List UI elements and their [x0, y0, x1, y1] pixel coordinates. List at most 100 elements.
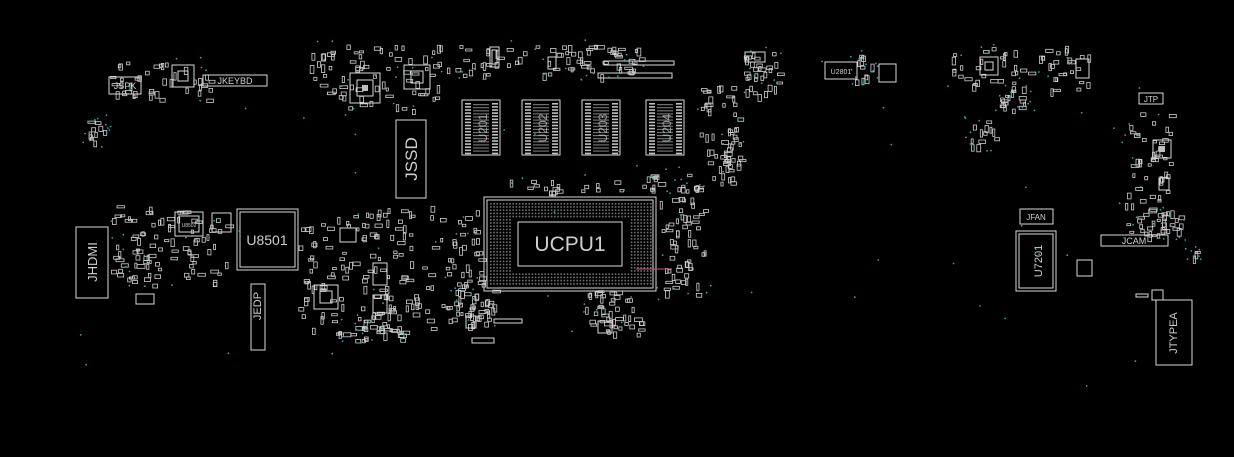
jspk-ic[interactable] [171, 64, 195, 88]
passive-component [393, 250, 398, 254]
right-ic-stack[interactable] [1152, 139, 1172, 191]
passive-component [688, 230, 692, 238]
top-right-ic[interactable] [979, 56, 1090, 79]
passive-component [369, 253, 377, 259]
top-connector-small[interactable] [744, 51, 766, 63]
memory-u204[interactable]: U204 [645, 99, 685, 156]
passive-component [731, 158, 736, 163]
u7201-ic[interactable]: U7201 [1015, 230, 1093, 292]
jssd-connector[interactable]: JSSD [395, 119, 427, 199]
cpu-ball [538, 212, 540, 215]
via [669, 192, 671, 195]
passive-component [556, 183, 561, 190]
cpu-ball [621, 203, 623, 205]
passive-component [405, 305, 409, 313]
via [361, 332, 364, 335]
passive-component [337, 216, 341, 225]
via [213, 219, 216, 222]
cpu-ball [637, 225, 639, 227]
passive-component [377, 209, 382, 218]
passive-component [1075, 67, 1082, 71]
cpu-ball [496, 241, 498, 243]
cpu-ball [592, 273, 594, 275]
passive-component [148, 272, 152, 279]
top-ic-large[interactable] [349, 72, 381, 104]
passive-component [342, 251, 347, 255]
cpu-ball [493, 225, 495, 227]
passive-component [1143, 212, 1150, 217]
top-ic-medium[interactable] [403, 64, 431, 90]
via [1056, 89, 1058, 91]
memory-u202[interactable]: U202 [521, 99, 561, 156]
via [696, 108, 699, 111]
passive-component [997, 79, 1004, 84]
cpu-ball [627, 206, 630, 208]
cpu-ball [611, 273, 614, 275]
jfan-connector[interactable]: JFAN [1019, 208, 1054, 225]
via [1159, 208, 1162, 211]
cpu-ball [650, 276, 652, 279]
jedp-connector[interactable]: JEDP [250, 283, 266, 351]
cpu-ball [506, 209, 508, 211]
cpu-ball [499, 247, 502, 250]
via [510, 40, 513, 42]
u8502-ic[interactable]: U8502 [135, 211, 232, 305]
jspk-connector[interactable]: JSPK [108, 76, 142, 95]
cpu-ball [637, 270, 639, 272]
passive-component [571, 51, 577, 57]
cpu-ball [634, 251, 636, 253]
cpu-ball [522, 209, 524, 211]
via [458, 77, 461, 79]
passive-component [112, 217, 117, 225]
u8501-ic[interactable]: U8501 [236, 208, 299, 271]
passive-component [321, 64, 326, 74]
ucpu1-package[interactable]: UCPU1 [483, 196, 672, 292]
jhdmi-connector[interactable]: JHDMI [75, 226, 109, 299]
cpu-ball [637, 260, 639, 263]
passive-component [477, 315, 482, 322]
passive-component [338, 331, 342, 336]
cpu-ball [493, 238, 495, 240]
top-header-strip[interactable] [597, 60, 675, 79]
passive-component [401, 45, 405, 51]
cpu-ball [640, 222, 642, 224]
top-ic-pair[interactable] [489, 46, 557, 70]
passive-component [357, 317, 362, 322]
cpu-ball [557, 209, 559, 211]
cpu-ball [509, 209, 511, 211]
passive-component [389, 295, 394, 302]
cpu-ball [499, 260, 502, 263]
passive-component [225, 224, 234, 229]
passive-component [670, 245, 679, 250]
jkeybd-connector[interactable]: JKEYBD [202, 74, 268, 87]
jtypea-connector[interactable]: JTYPEA [1135, 289, 1193, 366]
passive-component [398, 252, 404, 257]
passive-component [693, 215, 700, 219]
cpu-ball [627, 203, 630, 205]
cpu-ball [563, 203, 566, 205]
via [994, 109, 997, 112]
lower-mid-ics[interactable] [465, 315, 613, 344]
memory-u203[interactable]: U203 [581, 99, 621, 156]
cpu-ball [509, 212, 511, 215]
cpu-ball [544, 203, 546, 205]
lower-left-ics[interactable] [313, 227, 388, 314]
cpu-ball [646, 273, 649, 275]
memory-u201[interactable]: U201 [461, 99, 501, 156]
cpu-ball [570, 279, 572, 282]
passive-component [394, 57, 403, 62]
passive-component [1160, 227, 1166, 235]
cpu-ball [579, 212, 582, 215]
u2801-ic[interactable]: U2801 [824, 61, 897, 83]
cpu-ball [602, 212, 604, 215]
passive-component [1144, 231, 1149, 237]
passive-component [162, 78, 168, 86]
passive-component [727, 164, 733, 169]
passive-component [320, 316, 324, 325]
jtp-connector[interactable]: JTP [1138, 92, 1164, 105]
passive-component [309, 268, 313, 274]
via [952, 262, 955, 265]
passive-component [758, 66, 762, 72]
cpu-ball [506, 238, 508, 240]
jcam-connector[interactable]: JCAM [1100, 234, 1169, 247]
